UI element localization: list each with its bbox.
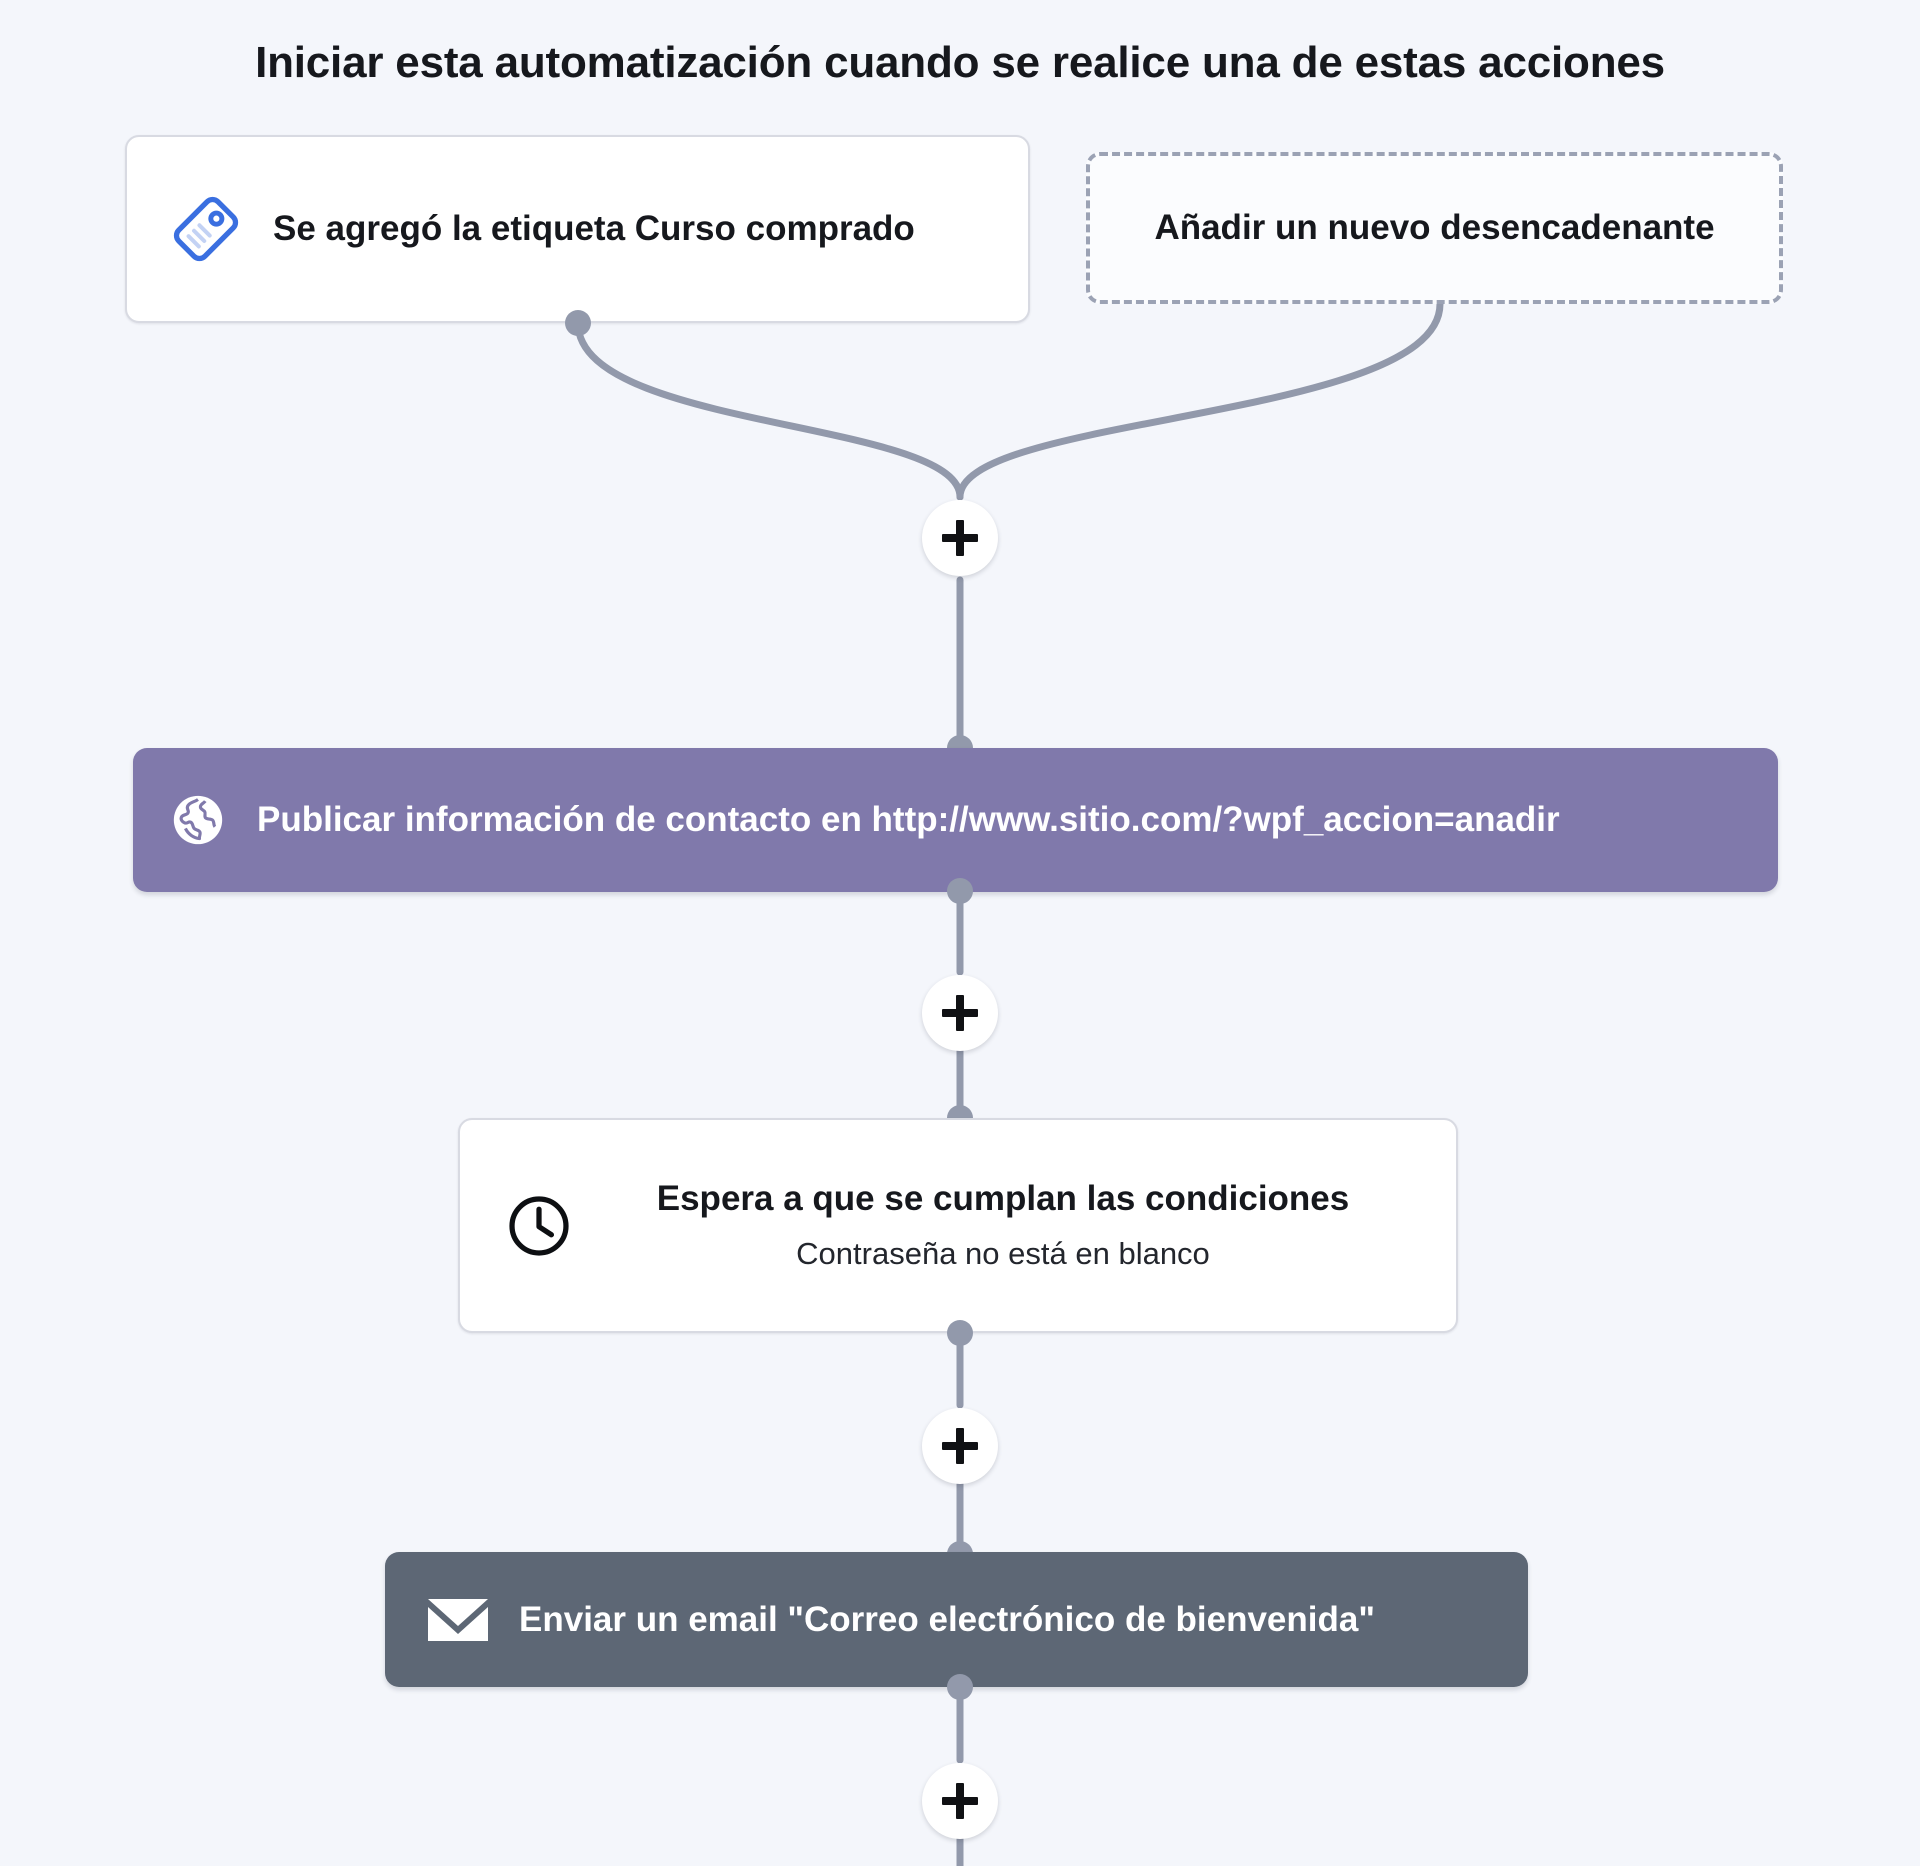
trigger-card-tag-added[interactable]: Se agregó la etiqueta Curso comprado bbox=[125, 135, 1030, 323]
webhook-label: Publicar información de contacto en http… bbox=[257, 800, 1560, 839]
page-title: Iniciar esta automatización cuando se re… bbox=[255, 38, 1665, 87]
add-step-button-after-webhook[interactable] bbox=[922, 975, 998, 1051]
add-step-button-after-email[interactable] bbox=[922, 1763, 998, 1839]
email-label: Enviar un email "Correo electrónico de b… bbox=[519, 1599, 1375, 1639]
add-trigger-label: Añadir un nuevo desencadenante bbox=[1154, 208, 1715, 247]
envelope-icon bbox=[427, 1596, 489, 1644]
wait-text-block: Espera a que se cumplan las condiciones … bbox=[600, 1179, 1406, 1271]
step-card-webhook[interactable]: Publicar información de contacto en http… bbox=[133, 748, 1778, 892]
clock-icon bbox=[504, 1191, 574, 1261]
plus-icon bbox=[942, 995, 978, 1031]
wait-condition-label: Contraseña no está en blanco bbox=[796, 1235, 1210, 1271]
plus-icon bbox=[942, 1428, 978, 1464]
step-card-send-email[interactable]: Enviar un email "Correo electrónico de b… bbox=[385, 1552, 1528, 1687]
add-step-button-after-wait[interactable] bbox=[922, 1408, 998, 1484]
globe-icon bbox=[169, 791, 227, 849]
wait-label: Espera a que se cumplan las condiciones bbox=[656, 1179, 1350, 1219]
add-trigger-button[interactable]: Añadir un nuevo desencadenante bbox=[1086, 152, 1783, 304]
port-dot-webhook-bottom bbox=[947, 878, 973, 904]
port-dot-trigger-one bbox=[565, 310, 591, 336]
trigger-label: Se agregó la etiqueta Curso comprado bbox=[273, 209, 915, 248]
tag-icon bbox=[169, 192, 243, 266]
port-dot-email-bottom bbox=[947, 1674, 973, 1700]
plus-icon bbox=[942, 520, 978, 556]
port-dot-wait-bottom bbox=[947, 1320, 973, 1346]
plus-icon bbox=[942, 1783, 978, 1819]
add-step-button-after-triggers[interactable] bbox=[922, 500, 998, 576]
step-card-wait-for-conditions[interactable]: Espera a que se cumplan las condiciones … bbox=[458, 1118, 1458, 1333]
